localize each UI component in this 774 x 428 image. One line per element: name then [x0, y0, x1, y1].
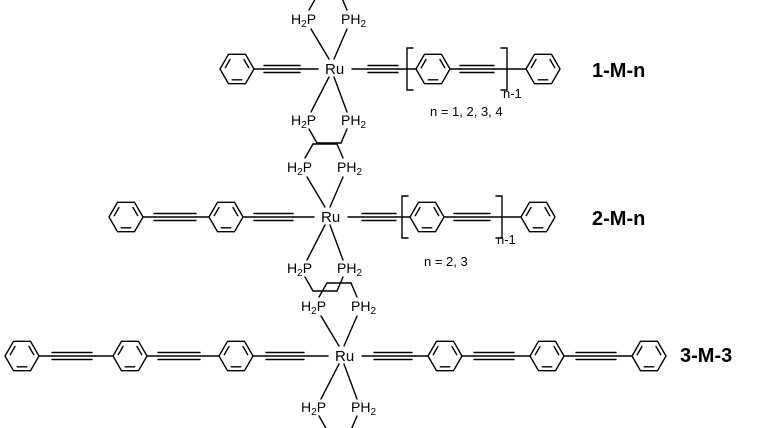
- benzene-ring: [112, 340, 148, 372]
- benzene-ring: [525, 53, 561, 85]
- ethylene-bridge: [351, 415, 358, 428]
- ph2-group: PH2: [351, 399, 376, 418]
- p-ru-bond: [343, 315, 358, 347]
- triple-bond: [253, 212, 294, 222]
- ph2-group: PH2: [351, 298, 376, 317]
- ph2-group: PH2: [341, 112, 366, 131]
- ethylene-bridge: [308, 0, 316, 11]
- triple-bond: [361, 212, 397, 222]
- condition-2-M-n: n = 2, 3: [424, 254, 468, 269]
- benzene-ring: [520, 201, 556, 233]
- ru-atom-label: Ru: [335, 348, 354, 365]
- triple-bond: [157, 351, 201, 361]
- ethylene-bridge: [350, 282, 358, 298]
- left-bracket: [406, 47, 414, 91]
- p-ru-bond: [320, 363, 340, 400]
- ph2-group: PH2: [337, 159, 362, 178]
- p-ru-bond: [333, 76, 348, 113]
- triple-bond: [373, 351, 413, 361]
- ru-atom-label: Ru: [321, 209, 340, 226]
- triple-bond: [265, 351, 305, 361]
- h2p-group: H2P: [287, 260, 312, 279]
- benzene-ring: [208, 201, 244, 233]
- repeat-index-1-M-n: n-1: [503, 86, 522, 101]
- ethylene-bridge: [304, 143, 314, 159]
- benzene-ring: [219, 53, 255, 85]
- benzene-ring: [4, 340, 40, 372]
- left-bracket: [401, 195, 409, 239]
- p-ru-bond: [306, 224, 326, 261]
- condition-1-M-n: n = 1, 2, 3, 4: [430, 104, 503, 119]
- p-ru-bond: [310, 28, 330, 60]
- ru-atom-label: Ru: [325, 61, 344, 78]
- ethylene-bridge: [336, 276, 344, 292]
- benzene-ring: [409, 201, 445, 233]
- ethylene-bridge: [318, 282, 328, 298]
- p-ru-bond: [329, 224, 344, 261]
- benzene-ring: [427, 340, 463, 372]
- h2p-group: H2P: [301, 298, 326, 317]
- triple-bond: [473, 351, 515, 361]
- ethylene-bridge: [336, 143, 344, 159]
- triple-bond: [153, 212, 197, 222]
- p-ru-bond: [343, 363, 358, 400]
- benzene-ring: [108, 201, 144, 233]
- ethylene-bridge: [341, 0, 348, 11]
- triple-bond: [575, 351, 617, 361]
- label-3-M-3: 3-M-3: [680, 345, 732, 367]
- p-ru-bond: [310, 76, 330, 113]
- label-2-M-n: 2-M-n: [592, 208, 645, 230]
- p-ru-bond: [329, 176, 344, 208]
- triple-bond: [263, 64, 301, 74]
- p-ru-bond: [333, 28, 348, 60]
- p-ru-bond: [320, 315, 340, 347]
- benzene-ring: [218, 340, 254, 372]
- label-1-M-n: 1-M-n: [592, 60, 645, 82]
- triple-bond: [453, 212, 491, 222]
- ph2-group: PH2: [337, 260, 362, 279]
- triple-bond: [367, 64, 399, 74]
- h2p-group: H2P: [291, 11, 316, 30]
- ethylene-bridge: [318, 415, 327, 428]
- ph2-group: PH2: [341, 11, 366, 30]
- ethylene-bridge: [340, 128, 348, 144]
- triple-bond: [459, 64, 495, 74]
- ethylene-bridge: [304, 276, 314, 292]
- repeat-index-2-M-n: n-1: [497, 232, 516, 247]
- benzene-ring: [631, 340, 667, 372]
- benzene-ring: [415, 53, 451, 85]
- benzene-ring: [529, 340, 565, 372]
- p-ru-bond: [306, 176, 326, 208]
- h2p-group: H2P: [287, 159, 312, 178]
- h2p-group: H2P: [291, 112, 316, 131]
- triple-bond: [51, 351, 93, 361]
- h2p-group: H2P: [301, 399, 326, 418]
- ethylene-bridge: [308, 128, 318, 144]
